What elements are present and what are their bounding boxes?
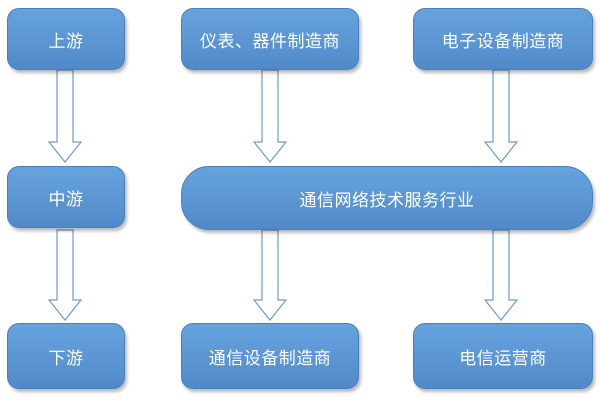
node-instrument-maker-label: 仪表、器件制造商 <box>200 31 340 52</box>
stage-downstream: 下游 <box>7 323 125 389</box>
node-network-service: 通信网络技术服务行业 <box>181 166 593 230</box>
node-telecom-operator: 电信运营商 <box>413 323 593 389</box>
arrow-electronics-to-service <box>483 69 519 163</box>
stage-upstream: 上游 <box>7 8 125 70</box>
arrow-midstream-to-downstream <box>47 229 83 321</box>
node-electronics-maker: 电子设备制造商 <box>413 8 593 70</box>
node-network-service-label: 通信网络技术服务行业 <box>299 190 475 211</box>
stage-upstream-label: 上游 <box>48 31 84 52</box>
stage-midstream-label: 中游 <box>48 189 84 210</box>
arrow-service-to-comm-equipment <box>252 229 288 321</box>
node-comm-equipment-maker-label: 通信设备制造商 <box>208 348 332 369</box>
node-comm-equipment-maker: 通信设备制造商 <box>181 323 359 389</box>
node-electronics-maker-label: 电子设备制造商 <box>441 31 565 52</box>
node-instrument-maker: 仪表、器件制造商 <box>181 8 359 70</box>
arrow-upstream-to-midstream <box>47 69 83 163</box>
arrow-service-to-operator <box>483 229 519 321</box>
arrow-instrument-to-service <box>252 69 288 163</box>
stage-midstream: 中游 <box>7 166 125 228</box>
node-telecom-operator-label: 电信运营商 <box>459 348 547 369</box>
stage-downstream-label: 下游 <box>48 348 84 369</box>
